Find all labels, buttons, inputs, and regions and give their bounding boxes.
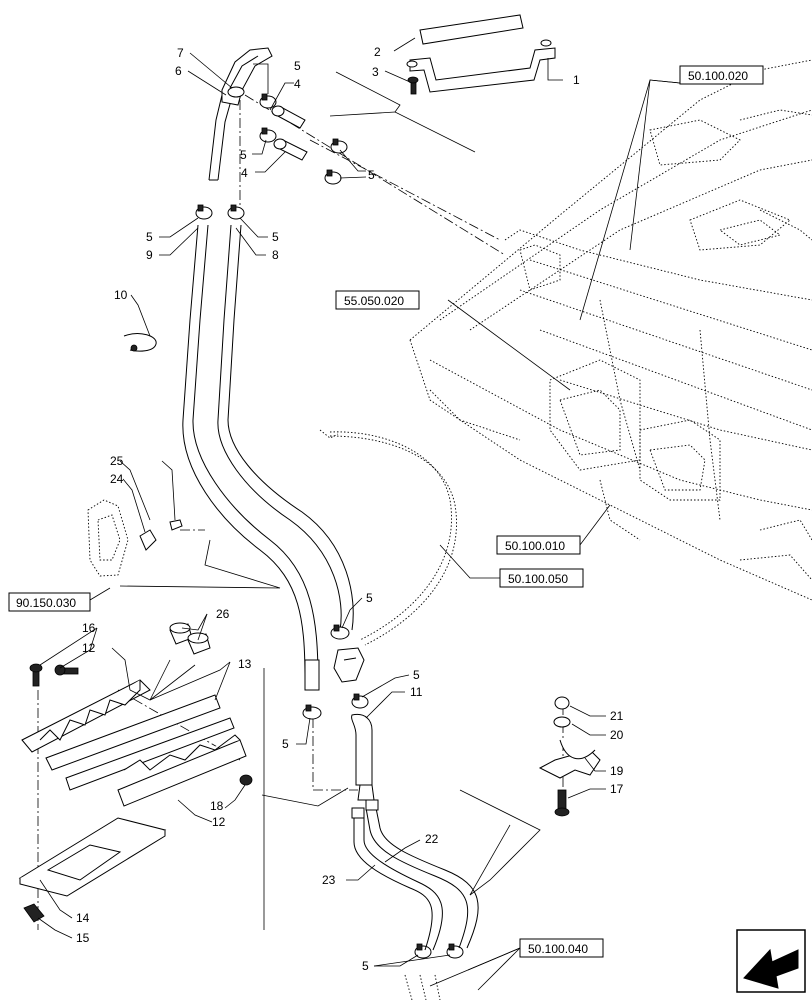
navigation-arrow-icon[interactable] (736, 929, 806, 993)
callout-16: 16 (82, 621, 96, 635)
callout-9: 9 (146, 248, 153, 262)
reference-90-150-030[interactable]: 90.150.030 (8, 592, 91, 612)
reference-label: 50.100.020 (688, 69, 748, 83)
leader-lines (37, 37, 681, 991)
clamp-icon (330, 624, 350, 640)
callout-19: 19 (610, 764, 624, 778)
callout-5: 5 (240, 148, 247, 162)
separator-lines (119, 71, 541, 930)
connector-parts (87, 499, 183, 577)
reference-boxes: 50.100.020 55.050.020 50.100.010 50.100.… (8, 65, 764, 958)
callout-5: 5 (272, 230, 279, 244)
wire-harness (319, 429, 457, 646)
callout-21: 21 (610, 709, 624, 723)
plate-14 (18, 817, 167, 923)
tube-assembly (351, 784, 479, 1000)
bracket-19 (538, 696, 601, 817)
callout-labels: 1 2 3 5 4 7 6 5 4 5 5 9 5 8 10 25 24 5 2… (76, 45, 624, 973)
callout-26: 26 (216, 607, 230, 621)
callout-18: 18 (210, 799, 224, 813)
callout-24: 24 (110, 472, 124, 486)
callout-4: 4 (294, 77, 301, 91)
callout-5: 5 (368, 168, 375, 182)
fitting-tee (221, 47, 273, 106)
clamp-icon (351, 693, 369, 709)
clamp-icon (414, 943, 432, 959)
bracket-top (406, 14, 556, 95)
callout-12: 12 (212, 815, 226, 829)
assembly-lines (37, 94, 564, 930)
callout-11: 11 (410, 685, 423, 699)
callout-22: 22 (425, 832, 439, 846)
callout-1: 1 (573, 73, 580, 87)
clamp-icon (259, 127, 277, 143)
callout-15: 15 (76, 931, 90, 945)
callout-6: 6 (175, 64, 182, 78)
callout-20: 20 (610, 728, 624, 742)
callout-25: 25 (110, 454, 124, 468)
reference-label: 50.100.010 (505, 539, 565, 553)
hose-assembly (182, 94, 354, 691)
callout-2: 2 (374, 45, 381, 59)
tank-assembly (409, 59, 812, 601)
callout-5: 5 (362, 959, 369, 973)
reference-50-100-040[interactable]: 50.100.040 (519, 938, 604, 958)
reference-label: 90.150.030 (16, 596, 76, 610)
clamp-icon (259, 93, 277, 109)
reference-label: 50.100.040 (528, 942, 588, 956)
clamp-icon (227, 204, 245, 220)
callout-8: 8 (272, 248, 279, 262)
clamp-icon (446, 943, 464, 959)
callout-5: 5 (366, 591, 373, 605)
clamp-icon (324, 169, 342, 185)
clamps (195, 93, 464, 959)
callout-4: 4 (241, 166, 248, 180)
reference-label: 55.050.020 (344, 294, 404, 308)
callout-10: 10 (114, 288, 128, 302)
reference-55-050-020[interactable]: 55.050.020 (335, 290, 420, 310)
callout-23: 23 (322, 873, 336, 887)
hose-11 (333, 647, 373, 786)
callout-17: 17 (610, 782, 624, 796)
callout-3: 3 (372, 65, 379, 79)
callout-13: 13 (238, 657, 252, 671)
clamp-icon (302, 704, 322, 720)
short-hoses (271, 105, 308, 161)
reference-50-100-010[interactable]: 50.100.010 (496, 535, 581, 555)
reference-label: 50.100.050 (508, 572, 568, 586)
clamp-icon (195, 204, 213, 220)
clip-plates (21, 663, 253, 807)
callout-5: 5 (146, 230, 153, 244)
callout-5: 5 (282, 737, 289, 751)
reference-50-100-020[interactable]: 50.100.020 (679, 65, 764, 85)
reference-50-100-050[interactable]: 50.100.050 (499, 568, 584, 588)
callout-5: 5 (413, 668, 420, 682)
clamp-icon (330, 138, 348, 154)
callout-7: 7 (177, 46, 184, 60)
callout-5: 5 (294, 59, 301, 73)
strap (123, 333, 157, 352)
callout-12: 12 (82, 641, 96, 655)
caps (169, 622, 211, 655)
callout-14: 14 (76, 911, 90, 925)
